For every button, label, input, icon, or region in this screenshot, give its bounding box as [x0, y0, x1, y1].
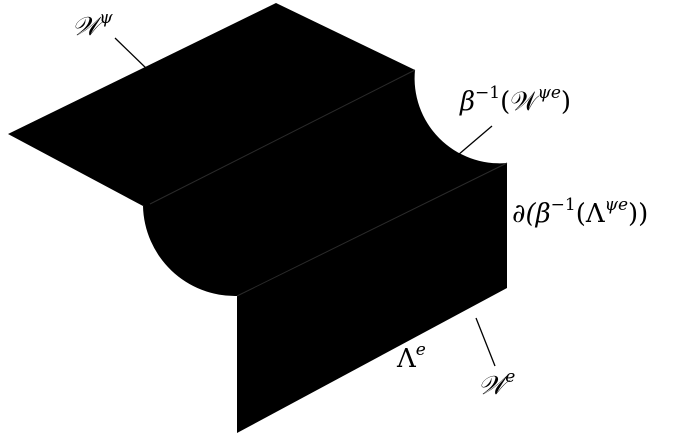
- leader-w-psi: [114, 37, 149, 71]
- label-beta-inverse-w: β−1(𝒲ψe): [459, 83, 571, 117]
- crease-lower: [236, 162, 508, 297]
- label-lambda-e: Λe: [396, 340, 426, 374]
- crease-upper: [149, 69, 416, 205]
- label-boundary: ∂(β−1(Λψe)): [512, 195, 648, 229]
- leader-beta-inverse: [457, 125, 493, 156]
- leader-w-e: [475, 317, 496, 367]
- label-w-psi: 𝒲ψ: [72, 8, 113, 42]
- upper-sheet-w-psi: [8, 3, 415, 206]
- lower-sheet-w-e: [237, 163, 507, 433]
- label-w-e: 𝒲e: [478, 367, 515, 401]
